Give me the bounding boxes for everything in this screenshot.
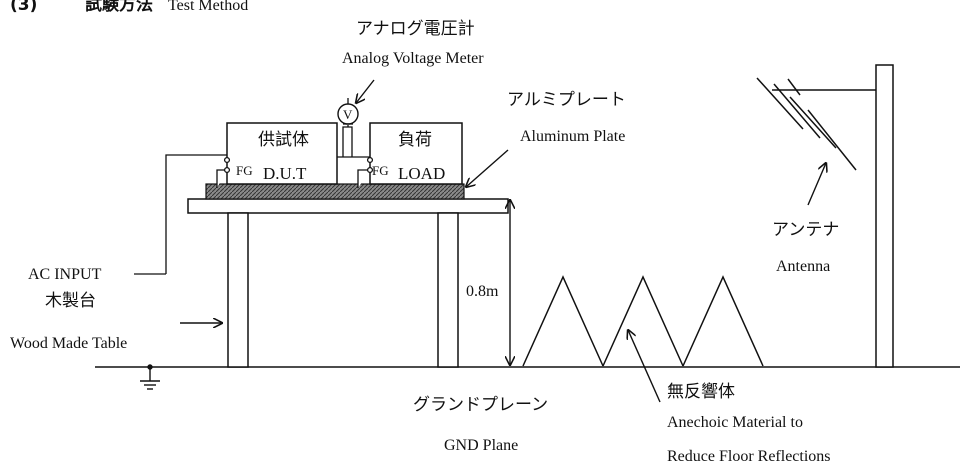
absorber-cone-3 (682, 275, 764, 367)
load-box (369, 122, 463, 185)
section-number: (3) (10, 0, 37, 15)
voltmeter-pointer-arrow (356, 79, 375, 103)
height-label: 0.8m (466, 283, 499, 300)
dut-load-wiring (337, 125, 370, 158)
table-leg-left (227, 212, 249, 368)
dut-fg-label: FG (236, 163, 253, 178)
dut-box (226, 122, 338, 185)
voltmeter-label-jp: アナログ電圧計 (356, 19, 475, 39)
antenna-mast (875, 64, 894, 368)
antenna-icon (756, 77, 857, 171)
antenna-label-jp: アンテナ (772, 220, 839, 240)
aluminum-label-en: Aluminum Plate (520, 128, 625, 145)
absorber-cone-2 (602, 275, 684, 367)
anechoic-label-en-2: Reduce Floor Reflections (667, 448, 831, 465)
antenna-pointer-arrow (807, 163, 826, 206)
load-label-en: LOAD (398, 164, 445, 183)
earth-ground-icon (140, 364, 160, 390)
aluminum-plate (205, 183, 465, 200)
wood-table (187, 198, 509, 368)
section-header: (3) 試験方法 Test Method (10, 0, 248, 15)
anechoic-pointer-arrow (628, 330, 661, 403)
dut-fg-wiring (216, 156, 231, 188)
dut-label-jp: 供試体 (258, 130, 309, 150)
gnd-label-jp: グランドプレーン (413, 395, 548, 415)
load-fg-label: FG (372, 163, 389, 178)
antenna-label-en: Antenna (776, 258, 830, 275)
load-label-jp: 負荷 (398, 130, 432, 150)
voltmeter-label-en: Analog Voltage Meter (342, 50, 484, 67)
ac-input-label: AC INPUT (28, 266, 102, 283)
section-title-en: Test Method (168, 0, 248, 14)
section-title-jp: 試験方法 (85, 0, 153, 15)
table-label-jp: 木製台 (45, 291, 96, 311)
dut-label-en: D.U.T (263, 164, 307, 183)
absorber-cone-1 (522, 275, 604, 367)
anechoic-label-en-1: Anechoic Material to (667, 414, 803, 431)
anechoic-label-jp: 無反響体 (667, 382, 735, 402)
table-leg-right (437, 212, 459, 368)
gnd-label-en: GND Plane (444, 437, 518, 454)
anechoic-absorbers (522, 275, 764, 367)
voltmeter-symbol: V (343, 107, 353, 122)
ac-input-cable (165, 154, 227, 274)
load-fg-wiring (357, 156, 374, 188)
aluminum-pointer-arrow (466, 149, 509, 187)
aluminum-label-jp: アルミプレート (507, 90, 626, 110)
table-label-en: Wood Made Table (10, 335, 127, 352)
table-top (187, 198, 509, 214)
